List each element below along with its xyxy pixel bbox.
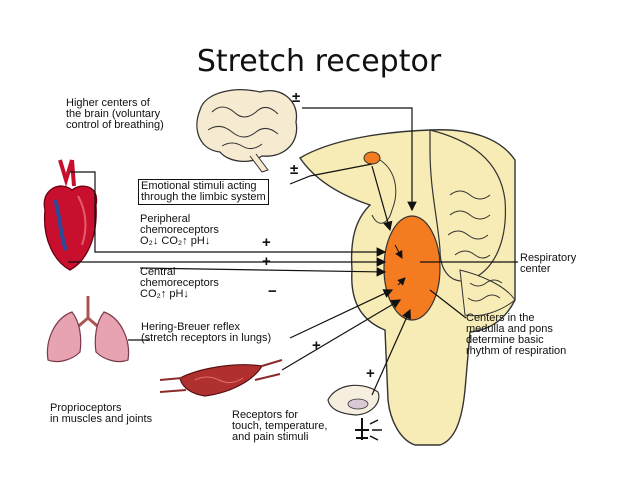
central-chemoreceptors-label: Central chemoreceptors CO₂↑ pH↓ xyxy=(140,266,219,300)
proprioceptors-label: Proprioceptors in muscles and joints xyxy=(50,402,153,425)
touch-receptor-icon xyxy=(327,384,382,441)
muscle-icon xyxy=(159,359,283,397)
lungs-icon xyxy=(46,296,130,363)
touch-receptors-label: Receptors for touch, temperature, and pa… xyxy=(232,409,328,443)
sign-peripheral: + xyxy=(262,234,271,251)
connector-lines xyxy=(68,107,518,396)
limbic-structure xyxy=(363,151,381,165)
sign-higher-centers: ± xyxy=(292,89,301,106)
peripheral-chemoreceptors-label: Peripheral chemoreceptors O₂↓ CO₂↑ pH↓ xyxy=(140,213,219,247)
center-arrows xyxy=(394,244,406,286)
brain-icon xyxy=(196,89,298,173)
sign-central: + xyxy=(262,253,271,270)
respiratory-center-label: Respiratory center xyxy=(520,252,577,275)
sign-emotional: ± xyxy=(290,161,299,178)
hering-breuer-label: Hering-Breuer reflex (stretch receptors … xyxy=(141,321,272,344)
emotional-stimuli-label: Emotional stimuli acting through the lim… xyxy=(138,179,269,205)
higher-centers-label: Higher centers of the brain (voluntary c… xyxy=(66,97,164,131)
sign-touch: + xyxy=(366,365,375,382)
heart-icon xyxy=(43,159,98,271)
page-title: Stretch receptor xyxy=(196,44,442,79)
sign-hering-breuer: − xyxy=(268,283,277,300)
sign-proprioceptors: + xyxy=(312,337,321,354)
medulla-pons-label: Centers in the medulla and pons determin… xyxy=(466,312,567,357)
